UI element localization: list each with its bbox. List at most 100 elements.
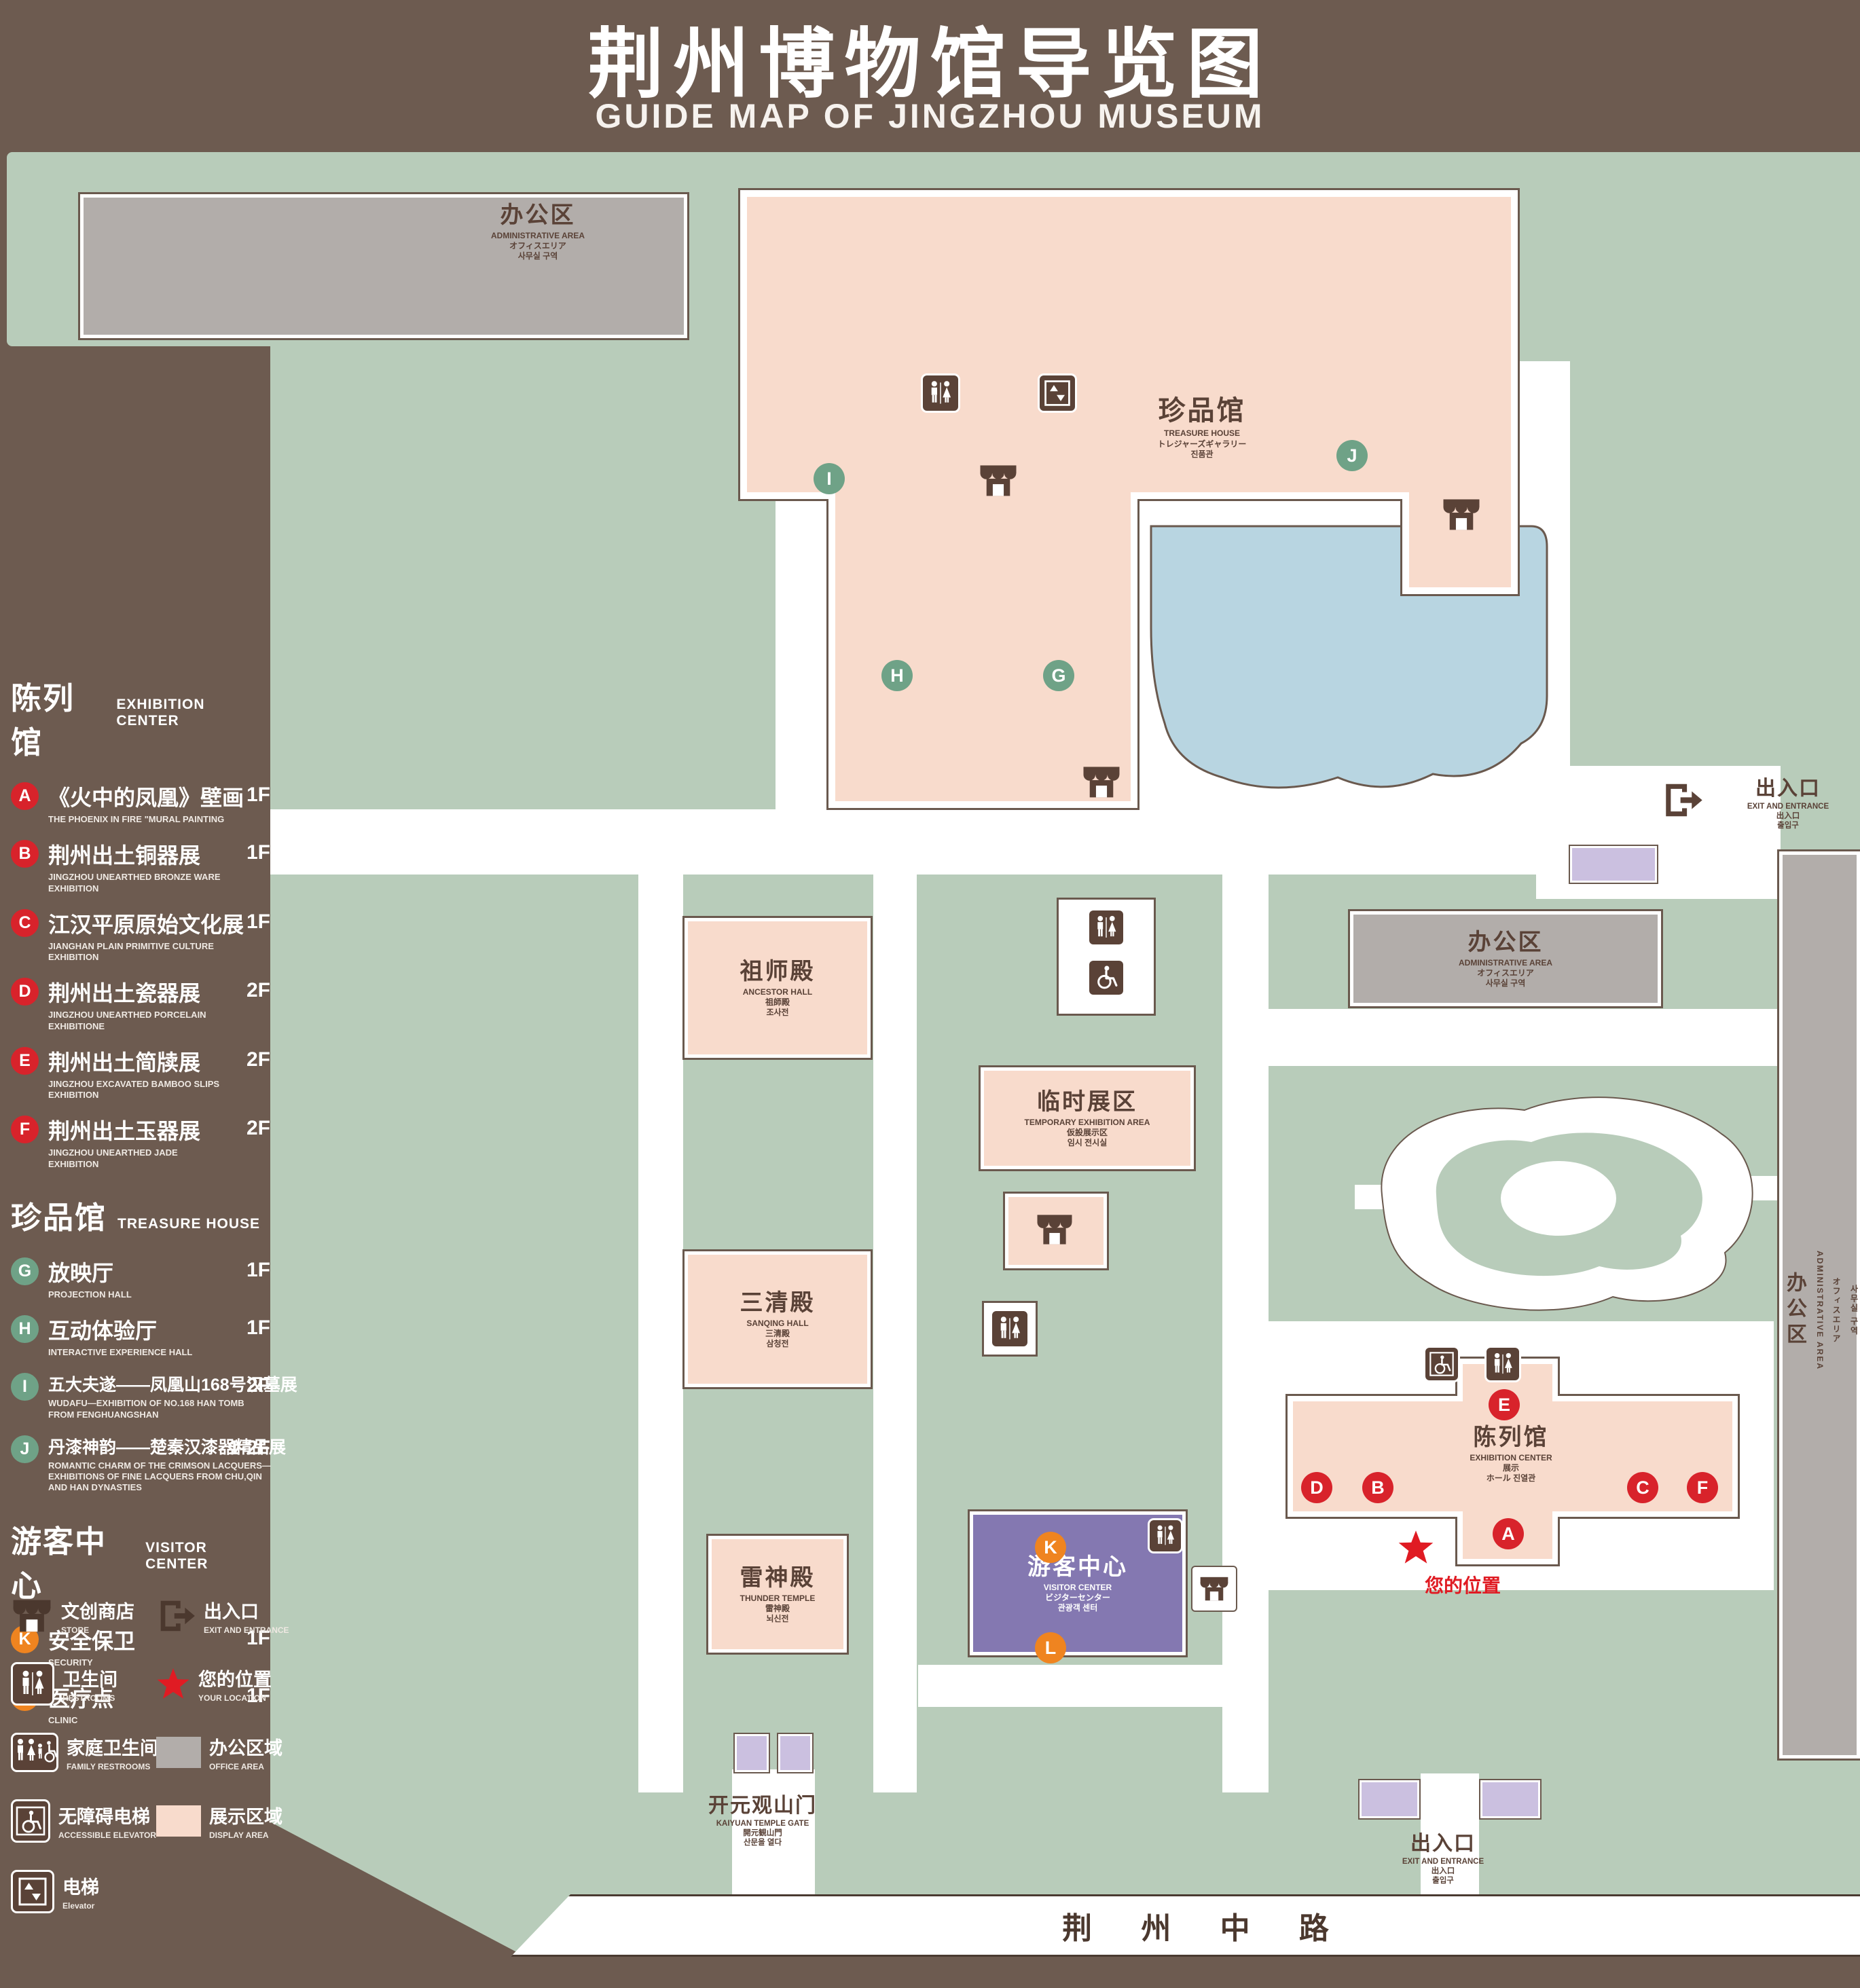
legend-symbol-your-location: 您的位置 YOUR LOCATION [156, 1665, 303, 1703]
legend-item-j: J 丹漆神韵——楚秦汉漆器精品展 ROMANTIC CHARM OF THE C… [11, 1434, 286, 1494]
legend-item-f: F 荆州出土玉器展 JINGZHOU UNEARTHED JADE EXHIBI… [11, 1114, 270, 1170]
garden-paths [1355, 1097, 1783, 1311]
exit-bottom-label: 出入口 EXIT AND ENTRANCE 出入口 출입구 [1402, 1833, 1484, 1885]
legend-item-d: D 荆州出土瓷器展 JINGZHOU UNEARTHED PORCELAIN E… [11, 976, 270, 1032]
legend-item-k: K 安全保卫 SECURITY 1F [11, 1624, 270, 1668]
map-marker-h: H [881, 660, 913, 691]
admin-top-label: 办公区 ADMINISTRATIVE AREA オフィスエリア 사무실 구역 [491, 202, 585, 261]
accessible-elevator-icon [1423, 1346, 1460, 1382]
restroom-icon [1087, 908, 1125, 946]
walkway [1421, 1773, 1479, 1896]
walkway [1269, 1009, 1781, 1066]
walkway [638, 875, 683, 1792]
legend-symbol-accessible-elevator: 无障碍电梯 ACCESSIBLE ELEVATOR [11, 1799, 156, 1843]
sanqing-hall: 三清殿 SANQING HALL 三清殿 삼청전 [682, 1249, 873, 1389]
legend-sidebar: 陈列馆 EXHIBITION CENTER A 《火中的凤凰》壁画 THE PH… [11, 674, 297, 1749]
marker-g: G [11, 1257, 39, 1285]
map-marker-b: B [1362, 1472, 1393, 1503]
legend-symbols: 文创商店 STORE 出入口 EXIT AND ENTRANCE 卫生间 RES… [11, 1597, 303, 1913]
office-area-swatch [156, 1737, 201, 1768]
gate-structure [733, 1733, 770, 1773]
entrance-structure [1358, 1779, 1421, 1820]
restroom-icon [1484, 1346, 1521, 1382]
store-icon [11, 1598, 53, 1635]
restroom-icon [1148, 1518, 1183, 1553]
legend-section-exhibition-center: 陈列馆 EXHIBITION CENTER A 《火中的凤凰》壁画 THE PH… [11, 674, 270, 1170]
elevator-icon [1038, 373, 1077, 413]
map-marker-j: J [1336, 440, 1368, 471]
marker-j: J [11, 1435, 39, 1463]
map-marker-i: I [814, 463, 845, 494]
admin-building-top [78, 192, 689, 340]
walkway [873, 875, 917, 1792]
exit-icon [1661, 781, 1703, 820]
legend-symbol-family-restrooms: 家庭卫生间 FAMILY RESTROOMS [11, 1733, 158, 1772]
legend-header: 珍品馆 TREASURE HOUSE [11, 1200, 261, 1235]
store-icon [1441, 497, 1482, 533]
legend-item-b: B 荆州出土铜器展 JINGZHOU UNEARTHED BRONZE WARE… [11, 839, 270, 894]
legend-item-i: I 五大夫遂——凤凰山168号汉墓展 WUDAFU—EXHIBITION OF … [11, 1372, 297, 1420]
marker-e: E [11, 1046, 39, 1075]
map-marker-g: G [1043, 660, 1074, 691]
marker-f: F [11, 1116, 39, 1144]
road-label: 荆 州 中 路 [1062, 1912, 1349, 1945]
walkway [270, 809, 1781, 875]
admin-building-mid: 办公区 ADMINISTRATIVE AREA オフィスエリア 사무실 구역 [1348, 909, 1663, 1008]
legend-section-visitor-center: 游客中心 VISITOR CENTER K 安全保卫 SECURITY 1F L… [11, 1517, 270, 1727]
store-icon [1081, 765, 1122, 800]
legend-symbol-elevator: 电梯 Elevator [11, 1870, 156, 1913]
your-location-star-icon [156, 1667, 190, 1701]
legend-header: 游客中心 VISITOR CENTER [11, 1524, 208, 1603]
exit-right-label: 出入口 EXIT AND ENTRANCE 出入口 출입구 [1747, 777, 1829, 830]
restroom-icon [11, 1662, 54, 1706]
elevator-icon [11, 1870, 54, 1913]
legend-symbol-exit: 出入口 EXIT AND ENTRANCE [156, 1597, 303, 1635]
walkway [918, 1665, 1269, 1707]
treasure-house-building [738, 188, 1520, 810]
legend-header: 陈列馆 EXHIBITION CENTER [11, 681, 205, 760]
entrance-structure [1569, 845, 1658, 884]
legend-section-treasure-house: 珍品馆 TREASURE HOUSE G 放映厅 PROJECTION HALL… [11, 1193, 297, 1494]
map-marker-d: D [1301, 1472, 1332, 1503]
page-subtitle: GUIDE MAP OF JINGZHOU MUSEUM [595, 97, 1265, 135]
marker-a: A [11, 782, 39, 810]
map-marker-l: L [1035, 1632, 1066, 1663]
legend-item-c: C 江汉平原原始文化展 JIANGHAN PLAIN PRIMITIVE CUL… [11, 908, 270, 963]
restroom-icon [990, 1309, 1029, 1348]
restroom-icon [921, 373, 960, 413]
exhibition-center-building [1285, 1357, 1740, 1566]
admin-right-label: 办公区 ADMINISTRATIVE AREA オフィスエリア 사무실 구역 [1783, 1251, 1859, 1370]
marker-d: D [11, 978, 39, 1006]
marker-c: C [11, 908, 39, 937]
store-icon [1035, 1213, 1074, 1247]
legend-item-h: H 互动体验厅 INTERACTIVE EXPERIENCE HALL 1F [11, 1314, 270, 1358]
map-marker-k: K [1035, 1532, 1066, 1563]
page-title: 荆州博物馆导览图 [587, 22, 1273, 107]
marker-b: B [11, 840, 39, 868]
legend-item-a: A 《火中的凤凰》壁画 THE PHOENIX IN FIRE "MURAL P… [11, 781, 270, 825]
ancestor-hall: 祖师殿 ANCESTOR HALL 祖師殿 조사전 [682, 916, 873, 1060]
legend-symbol-office-area: 办公区域 OFFICE AREA [156, 1733, 303, 1771]
accessible-elevator-icon [11, 1799, 50, 1843]
store-icon [1191, 1566, 1237, 1612]
your-location-star-icon [1398, 1529, 1434, 1566]
entrance-structure [1479, 1779, 1542, 1820]
your-location-label: 您的位置 [1424, 1575, 1501, 1596]
thunder-temple: 雷神殿 THUNDER TEMPLE 雷神殿 뇌신전 [706, 1534, 849, 1655]
treasure-house-label: 珍品馆 TREASURE HOUSE トレジャーズギャラリー 진품관 [1157, 396, 1247, 459]
marker-i: I [11, 1373, 39, 1401]
map-marker-c: C [1627, 1472, 1658, 1503]
exhibition-center-label: 陈列馆 EXHIBITION CENTER 展示 ホール 진열관 [1470, 1424, 1552, 1484]
admin-building-right [1777, 849, 1860, 1761]
walkway [732, 1769, 815, 1896]
walkway [1222, 875, 1269, 1792]
marker-h: H [11, 1315, 39, 1343]
jingzhou-middle-road: 荆 州 中 路 [511, 1894, 1860, 1957]
map-marker-f: F [1687, 1472, 1718, 1503]
legend-symbol-display-area: 展示区域 DISPLAY AREA [156, 1802, 303, 1840]
temporary-exhibition-building: 临时展区 TEMPORARY EXHIBITION AREA 仮設展示区 임시 … [979, 1065, 1196, 1171]
exit-icon [156, 1598, 196, 1634]
map-marker-e: E [1489, 1389, 1520, 1420]
display-area-swatch [156, 1805, 201, 1837]
